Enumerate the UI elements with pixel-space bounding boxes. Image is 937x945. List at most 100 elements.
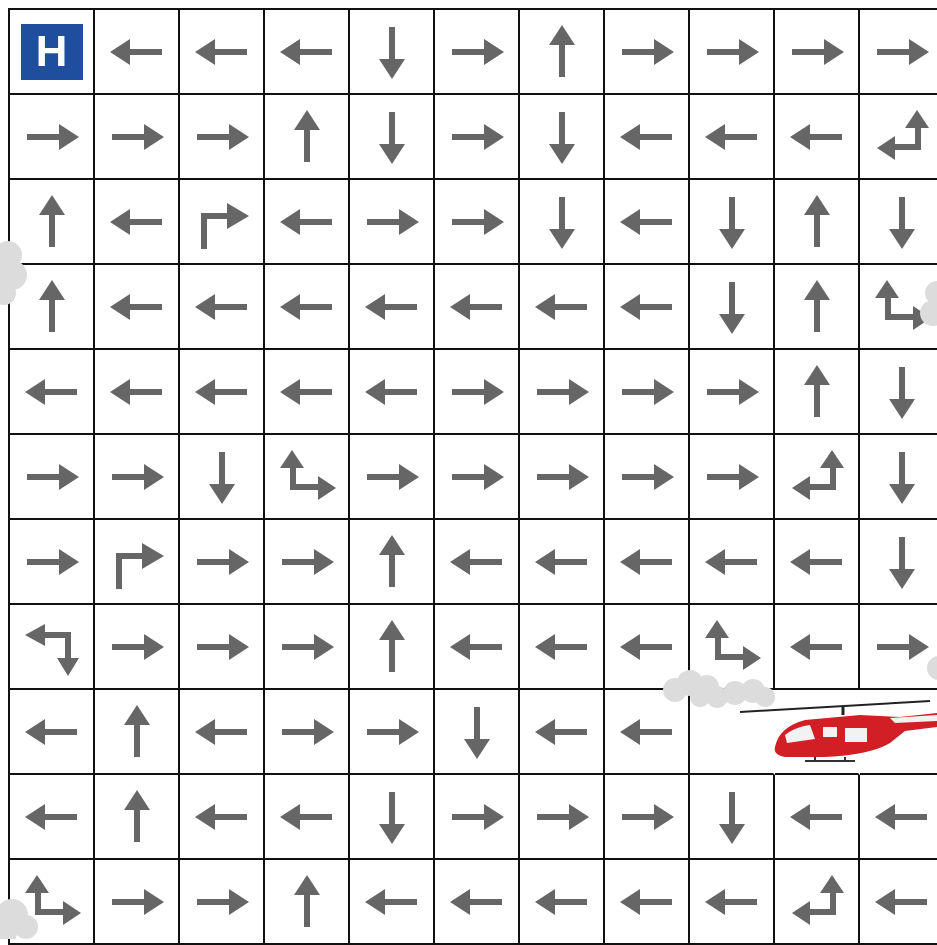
maze-cell	[265, 775, 350, 860]
maze-cell	[350, 10, 435, 95]
arrow-down-icon	[527, 102, 597, 172]
arrow-right-icon	[527, 782, 597, 852]
arrow-right-icon	[442, 17, 512, 87]
arrow-left-icon	[697, 527, 767, 597]
arrow-down-icon	[867, 442, 937, 512]
arrow-up-icon	[527, 17, 597, 87]
arrow-right-icon	[697, 442, 767, 512]
arrow-down-icon	[697, 187, 767, 257]
maze-cell	[265, 690, 350, 775]
arrow-down-icon	[442, 697, 512, 767]
arrow-right-icon	[612, 782, 682, 852]
hospital-label: H	[36, 30, 68, 74]
arrow-left-icon	[102, 17, 172, 87]
maze-cell	[95, 95, 180, 180]
arrow-right-icon	[782, 17, 852, 87]
maze-cell	[605, 350, 690, 435]
arrow-left-icon	[187, 697, 257, 767]
maze-cell	[350, 95, 435, 180]
maze-cell	[690, 605, 775, 690]
arrow-left-icon	[867, 782, 937, 852]
arrow-left-icon	[272, 17, 342, 87]
arrow-right-icon	[527, 442, 597, 512]
arrow-left-icon	[272, 782, 342, 852]
maze-cell	[775, 520, 860, 605]
arrow-left-icon	[782, 612, 852, 682]
arrow-down-icon	[867, 187, 937, 257]
maze-cell	[520, 180, 605, 265]
maze-cell	[435, 265, 520, 350]
arrow-up-icon	[782, 357, 852, 427]
maze-cell	[520, 690, 605, 775]
maze-cell	[605, 520, 690, 605]
arrow-left-icon	[17, 782, 87, 852]
maze-cell	[860, 10, 937, 95]
maze-cell	[180, 520, 265, 605]
maze-cell	[265, 180, 350, 265]
arrow-left-icon	[102, 272, 172, 342]
arrow-left-icon	[17, 697, 87, 767]
arrow-left-icon	[102, 357, 172, 427]
arrow-left-icon	[187, 17, 257, 87]
maze-cell	[690, 265, 775, 350]
arrow-right-icon	[867, 17, 937, 87]
arrow-right-icon	[187, 867, 257, 937]
maze-cell	[520, 350, 605, 435]
helicopter-cell	[690, 690, 775, 775]
maze-cell	[95, 605, 180, 690]
arrow-right-icon	[102, 102, 172, 172]
maze-cell	[690, 435, 775, 520]
arrow-left-icon	[272, 272, 342, 342]
maze-cell	[775, 350, 860, 435]
maze-cell	[520, 860, 605, 945]
maze-cell	[605, 775, 690, 860]
arrow-down-icon	[867, 527, 937, 597]
maze-cell	[520, 605, 605, 690]
maze-cell	[265, 605, 350, 690]
maze-cell	[605, 690, 690, 775]
arrow-left-icon	[442, 527, 512, 597]
maze-cell	[350, 520, 435, 605]
maze-cell	[95, 860, 180, 945]
arrow-left-up-icon	[782, 867, 852, 937]
arrow-right-icon	[357, 442, 427, 512]
arrow-left-icon	[612, 272, 682, 342]
arrow-down-icon	[527, 187, 597, 257]
maze-cell	[265, 350, 350, 435]
maze-cell	[350, 265, 435, 350]
arrow-right-icon	[17, 442, 87, 512]
arrow-up-icon	[102, 782, 172, 852]
maze-cell	[605, 180, 690, 265]
arrow-right-icon	[697, 357, 767, 427]
maze-cell	[180, 350, 265, 435]
maze-cell	[775, 775, 860, 860]
maze-cell	[605, 265, 690, 350]
maze-cell	[180, 95, 265, 180]
maze-cell	[435, 180, 520, 265]
arrow-left-icon	[612, 867, 682, 937]
arrow-right-icon	[187, 102, 257, 172]
maze-cell	[775, 605, 860, 690]
arrow-up-right-icon	[697, 612, 767, 682]
maze-cell	[605, 95, 690, 180]
arrow-right-icon	[612, 17, 682, 87]
arrow-right-down-icon	[187, 187, 257, 257]
hospital-icon: H	[21, 24, 83, 80]
arrow-left-icon	[782, 782, 852, 852]
arrow-left-icon	[527, 527, 597, 597]
maze-cell	[95, 775, 180, 860]
helicopter-cell	[775, 690, 860, 775]
arrow-left-icon	[612, 187, 682, 257]
maze-cell	[10, 350, 95, 435]
arrow-right-icon	[612, 442, 682, 512]
arrow-left-icon	[612, 102, 682, 172]
maze-cell	[350, 690, 435, 775]
arrow-left-icon	[527, 697, 597, 767]
arrow-right-icon	[272, 697, 342, 767]
arrow-down-icon	[357, 17, 427, 87]
arrow-down-icon	[357, 782, 427, 852]
maze-cell	[350, 180, 435, 265]
arrow-left-icon	[442, 867, 512, 937]
arrow-left-icon	[17, 357, 87, 427]
maze-cell	[435, 520, 520, 605]
